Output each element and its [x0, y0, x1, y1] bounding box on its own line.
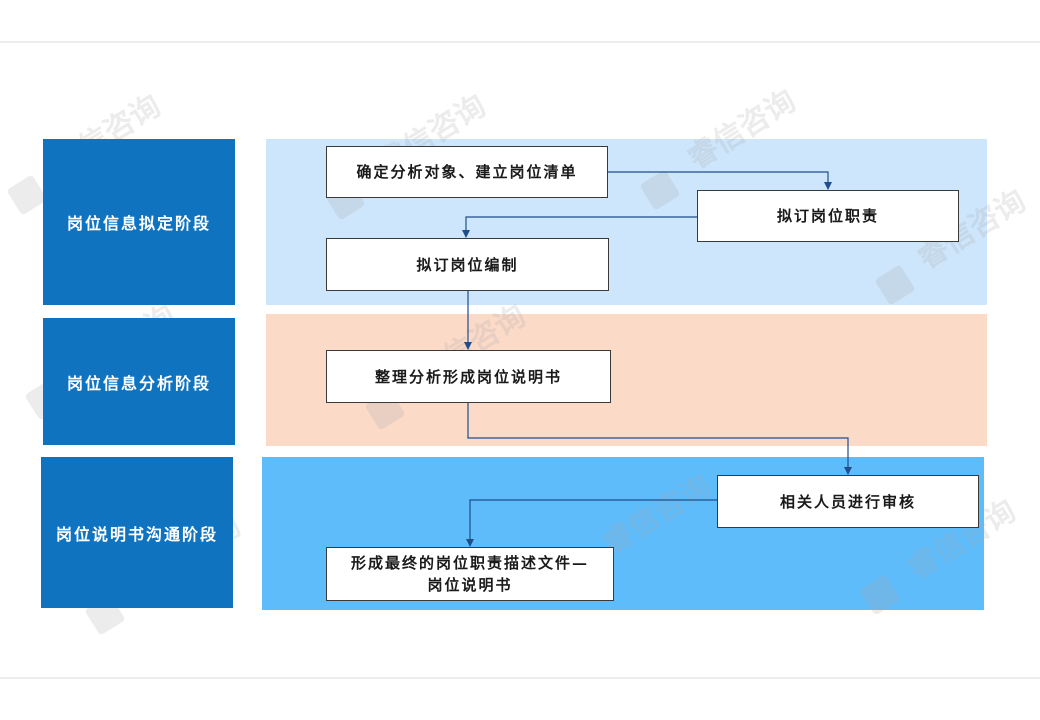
arrow-step5-to-step6: [466, 499, 717, 547]
top-divider: [0, 41, 1040, 43]
arrow-step1-to-step2: [608, 171, 832, 190]
step-define-scope: 确定分析对象、建立岗位清单: [326, 146, 608, 198]
stage-label-analysis: 岗位信息分析阶段: [43, 318, 235, 445]
step-draft-staffing: 拟订岗位编制: [326, 238, 609, 291]
stage-label-drafting: 岗位信息拟定阶段: [43, 139, 235, 305]
bottom-divider: [0, 677, 1040, 679]
step-final-document-line2: 岗位说明书: [427, 576, 513, 594]
step-draft-duties: 拟订岗位职责: [697, 190, 959, 242]
arrow-step2-to-step3: [462, 216, 697, 238]
step-review: 相关人员进行审核: [717, 475, 979, 528]
step-compile-description: 整理分析形成岗位说明书: [326, 350, 611, 403]
stage-label-communication: 岗位说明书沟通阶段: [41, 457, 233, 608]
step-final-document: 形成最终的岗位职责描述文件— 岗位说明书: [326, 547, 614, 601]
arrow-step4-to-step5: [467, 403, 852, 475]
step-final-document-line1: 形成最终的岗位职责描述文件—: [350, 554, 589, 572]
